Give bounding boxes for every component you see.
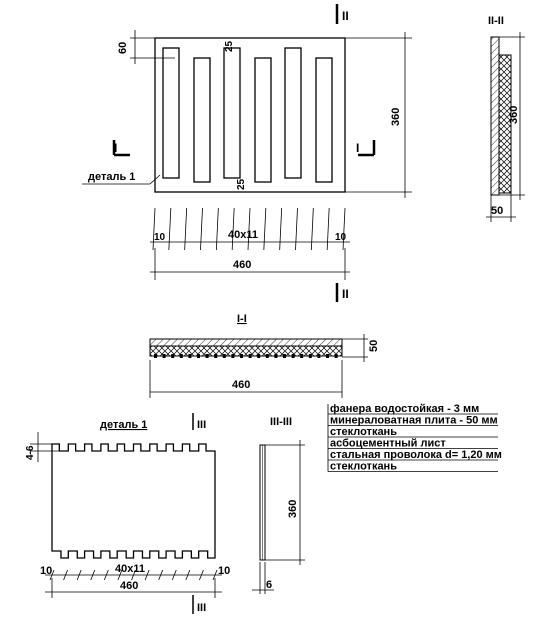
notch (179, 354, 183, 358)
section-i-view: I-I 50 460 (149, 313, 380, 398)
dim-50-section-ii: 50 (491, 205, 503, 217)
dim-10-right-detail: 10 (218, 565, 230, 577)
notch (257, 354, 261, 358)
section-mark-iii-bottom: III (197, 602, 206, 614)
material-legend: фанера водостойкая - 3 ммминераловатная … (327, 403, 502, 473)
dim-60: 60 (117, 42, 129, 54)
notch (222, 354, 226, 358)
dim-50-section-i: 50 (368, 340, 380, 352)
legend-item: минераловатная плита - 50 мм (330, 415, 498, 427)
wire-mark (279, 207, 283, 251)
legend-item: стальная проволока d= 1,20 мм (330, 449, 502, 461)
wire-mark (326, 207, 330, 251)
notch (308, 354, 312, 358)
notch (214, 354, 218, 358)
dim-6-section-iii: 6 (266, 579, 272, 591)
section-mark-ii-top: II (342, 9, 349, 23)
notch (326, 354, 329, 358)
notch (231, 354, 235, 358)
dim-40x11-plan: 40x11 (228, 229, 258, 241)
panel-outline (154, 37, 346, 193)
section-mark-i-left: I (114, 141, 117, 155)
notch (188, 354, 192, 358)
dim-360-plan: 360 (390, 108, 402, 126)
dim-360-section-ii: 360 (508, 106, 520, 124)
section-mark-iii-top: III (197, 419, 206, 431)
detail-1-callout: деталь 1 (88, 171, 135, 183)
dim-460-detail: 460 (120, 580, 138, 592)
wire-mark (263, 207, 267, 251)
section-iii-title: III-III (270, 416, 292, 428)
slot-opening (162, 47, 180, 179)
notch (154, 354, 157, 358)
dim-25-top: 25 (224, 40, 235, 52)
section-i-title: I-I (237, 313, 247, 325)
dim-25-bottom: 25 (236, 178, 247, 190)
slot-opening (193, 57, 211, 183)
wire-mark (215, 207, 219, 251)
notch (334, 354, 338, 358)
slot-opening (315, 57, 333, 183)
dim-460-plan: 460 (233, 259, 251, 271)
wire-mark (231, 207, 235, 251)
notch (283, 354, 286, 358)
notch (317, 354, 321, 358)
dim-10-left-detail: 10 (40, 565, 52, 577)
wire-mark (152, 207, 156, 251)
legend-item: фанера водостойкая - 3 мм (330, 403, 479, 415)
notch (162, 354, 166, 358)
wire-mark (184, 207, 188, 251)
section-mark-ii-bottom: II (342, 287, 349, 301)
slot-opening (223, 47, 241, 179)
notch (205, 354, 209, 358)
dim-10-left-plan: 10 (154, 232, 166, 243)
notch (274, 354, 278, 358)
legend-item: стеклоткань (330, 426, 397, 438)
notch (171, 354, 175, 358)
wire-mark (200, 207, 203, 251)
plan-view: 60 360 25 25 I I II II деталь 1 10 10 40… (82, 4, 412, 302)
legend-item: асбоцементный лист (330, 438, 446, 450)
wire-mark (295, 207, 298, 251)
dim-460-section-i: 460 (232, 379, 250, 391)
detail-1-view: деталь 1 III 4-6 10 10 40x11 460 III (25, 413, 230, 614)
notch (240, 354, 243, 358)
slot-group (162, 47, 333, 183)
notch (291, 354, 295, 358)
wire-pitch-marks (152, 207, 346, 251)
wire-mark (247, 207, 251, 251)
detail-1-title: деталь 1 (100, 419, 147, 431)
notch-row (154, 354, 338, 358)
legend-item: стеклоткань (330, 461, 397, 473)
notch (300, 354, 304, 358)
dim-4-6: 4-6 (25, 445, 36, 460)
dim-10-right-plan: 10 (335, 232, 347, 243)
dim-40x11-detail: 40x11 (115, 563, 145, 575)
notch (248, 354, 252, 358)
wire-mark (310, 207, 314, 251)
notch (265, 354, 269, 358)
section-ii-title: II-II (488, 15, 504, 27)
section-ii-view: II-II 360 50 (486, 15, 525, 222)
wire-mark (342, 207, 346, 251)
slot-opening (254, 57, 272, 183)
section-mark-i-right: I (356, 141, 359, 155)
detail-outline (51, 443, 216, 559)
section-iii-view: III-III 360 6 (252, 416, 305, 594)
notch (197, 354, 200, 358)
slot-opening (284, 47, 302, 179)
wire-mark (168, 207, 172, 251)
dim-360-section-iii: 360 (287, 500, 299, 518)
